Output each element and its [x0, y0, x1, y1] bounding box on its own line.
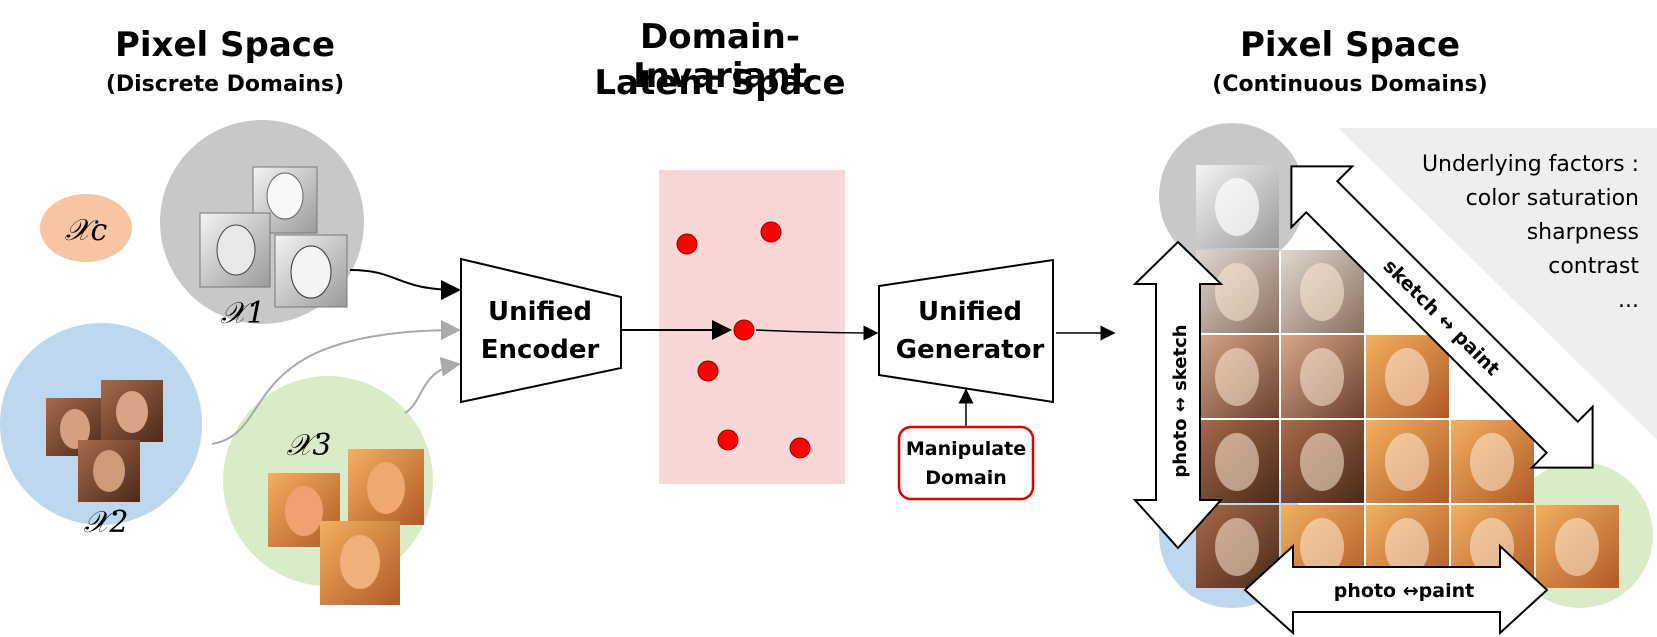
- domain-1-to-encoder-arrow: [349, 269, 461, 300]
- factors-triangle-background: [1338, 128, 1657, 440]
- latent-point: [676, 233, 698, 255]
- manipulate-label-line2: Domain: [925, 467, 1006, 489]
- domain-1-label: 𝒳1: [221, 296, 266, 331]
- domain-2-face-image: [60, 409, 90, 449]
- photo-sketch-double-arrow: [1132, 240, 1224, 550]
- factor-item: ...: [1618, 288, 1639, 313]
- left-subtitle: (Discrete Domains): [105, 72, 345, 97]
- manipulate-domain-box: [897, 425, 1035, 501]
- encoder-label-line1: Unified: [488, 297, 592, 327]
- latent-to-generator-arrow: [755, 325, 879, 341]
- domain-3-face-image: [285, 486, 323, 536]
- domain-c-label: 𝒳c: [65, 213, 108, 248]
- underlying-factors-list: Underlying factors : color saturation sh…: [1422, 148, 1639, 318]
- factor-item: color saturation: [1465, 186, 1639, 211]
- unified-generator-block: [878, 258, 1054, 404]
- generator-label-line1: Unified: [918, 297, 1022, 327]
- left-title: Pixel Space: [114, 25, 336, 65]
- generated-face-ovals: [1215, 178, 1599, 576]
- unified-encoder-block: [460, 257, 622, 404]
- domain-c-bubble: [40, 194, 132, 262]
- domain-1-face-image: [290, 245, 332, 299]
- domain-1-face-image: [266, 172, 304, 220]
- manipulate-label-line1: Manipulate: [906, 438, 1026, 460]
- factor-item: contrast: [1548, 254, 1639, 279]
- encoder-label-line2: Encoder: [481, 335, 600, 365]
- photo-paint-label: photo ↔paint: [1334, 580, 1474, 602]
- latent-point: [717, 429, 739, 451]
- middle-title-line1: Domain-Invariant: [633, 17, 807, 97]
- factor-item: sharpness: [1526, 220, 1639, 245]
- domain-2-face-image: [93, 450, 125, 492]
- domain-2-to-encoder-arrow: [211, 320, 461, 445]
- generator-label-line2: Generator: [896, 335, 1045, 365]
- right-title: Pixel Space: [1239, 25, 1461, 65]
- photo-sketch-label: photo ↔ sketch: [1170, 324, 1191, 477]
- latent-point: [789, 437, 811, 459]
- domain-1-face-image: [216, 224, 256, 276]
- domain-3-to-encoder-arrow: [404, 356, 461, 414]
- photo-paint-double-arrow: [1243, 543, 1549, 636]
- latent-point: [733, 319, 755, 341]
- middle-title-line2: Latent Space: [594, 63, 846, 103]
- domain-3-face-image: [340, 535, 380, 589]
- latent-point: [697, 360, 719, 382]
- factor-heading: Underlying factors :: [1421, 152, 1639, 177]
- domain-3-label: 𝒳3: [287, 428, 332, 463]
- domain-2-label: 𝒳2: [84, 505, 129, 540]
- sketch-paint-double-arrow: [1290, 165, 1594, 469]
- domain-3-face-image: [367, 462, 405, 514]
- right-subtitle: (Continuous Domains): [1212, 72, 1488, 97]
- latent-point: [760, 221, 782, 243]
- domain-2-face-image: [116, 391, 148, 433]
